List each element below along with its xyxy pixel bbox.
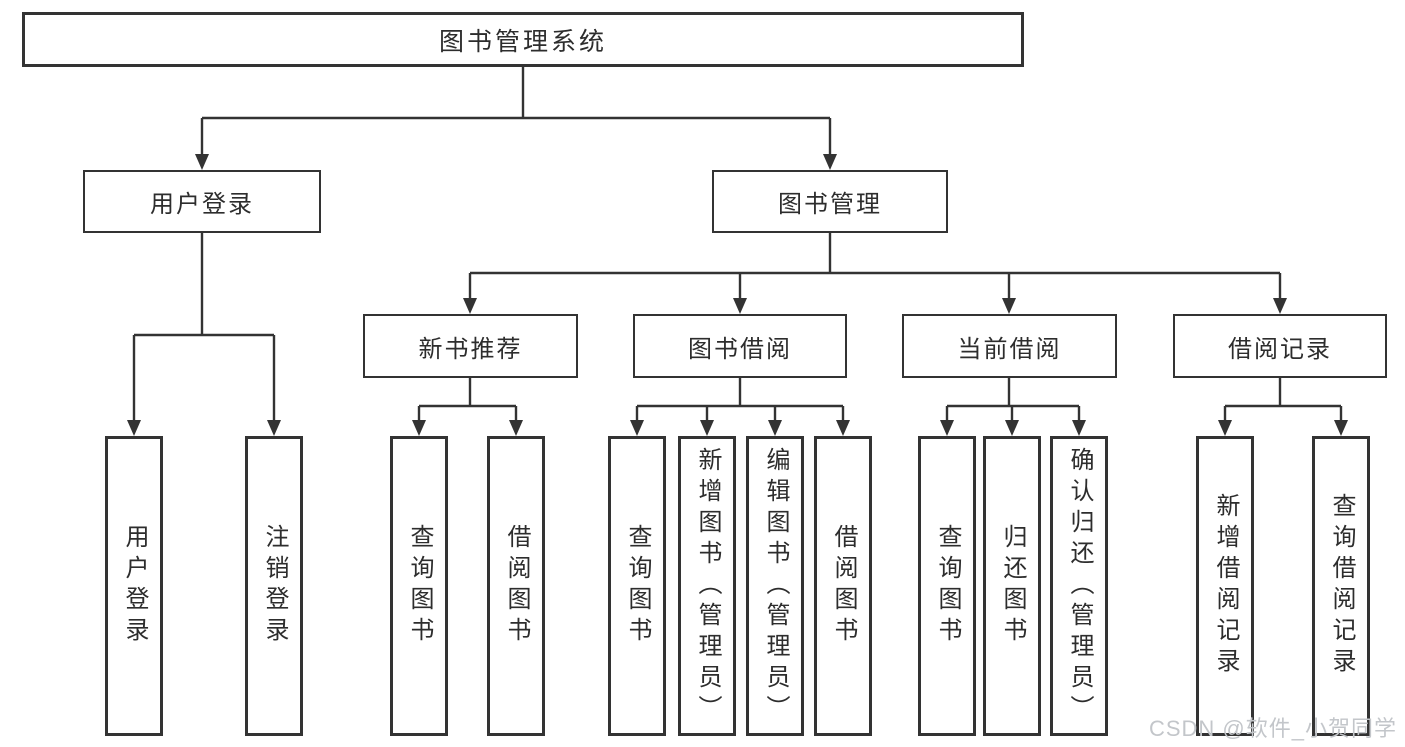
edge-newbook-to-leaves — [412, 378, 523, 436]
edge-userlogin-to-leaves — [127, 233, 281, 436]
leaf-logout-login: 注销登录 — [245, 436, 303, 736]
leaf-bb-query-books: 查询图书 — [608, 436, 666, 736]
leaf-cb-query-books: 查询图书 — [918, 436, 976, 736]
edge-records-to-leaves — [1218, 378, 1348, 436]
leaf-cb-return-books: 归还图书 — [983, 436, 1041, 736]
leaf-bb-edit-books-admin: 编辑图书（管理员） — [746, 436, 804, 736]
edge-root-to-level1 — [195, 67, 837, 170]
leaf-cb-confirm-return-admin: 确认归还（管理员） — [1050, 436, 1108, 736]
leaf-nbr-borrow-books: 借阅图书 — [487, 436, 545, 736]
node-user-login: 用户登录 — [83, 170, 321, 233]
leaf-nbr-query-books: 查询图书 — [390, 436, 448, 736]
node-new-book-recommend: 新书推荐 — [363, 314, 578, 378]
leaf-user-login: 用户登录 — [105, 436, 163, 736]
leaf-br-add-borrow-record: 新增借阅记录 — [1196, 436, 1254, 736]
node-borrowing-records: 借阅记录 — [1173, 314, 1387, 378]
leaf-br-query-borrow-record: 查询借阅记录 — [1312, 436, 1370, 736]
edge-currentborrow-to-leaves — [940, 378, 1086, 436]
edge-bookborrow-to-leaves — [630, 378, 850, 436]
node-book-management: 图书管理 — [712, 170, 948, 233]
node-book-borrowing: 图书借阅 — [633, 314, 847, 378]
csdn-watermark: CSDN @软件_小贺同学 — [1148, 716, 1397, 741]
leaf-bb-borrow-books: 借阅图书 — [814, 436, 872, 736]
node-library-management-system: 图书管理系统 — [22, 12, 1024, 67]
edge-bookmgmt-to-level2 — [463, 233, 1287, 314]
leaf-bb-add-books-admin: 新增图书（管理员） — [678, 436, 736, 736]
node-current-borrowing: 当前借阅 — [902, 314, 1117, 378]
